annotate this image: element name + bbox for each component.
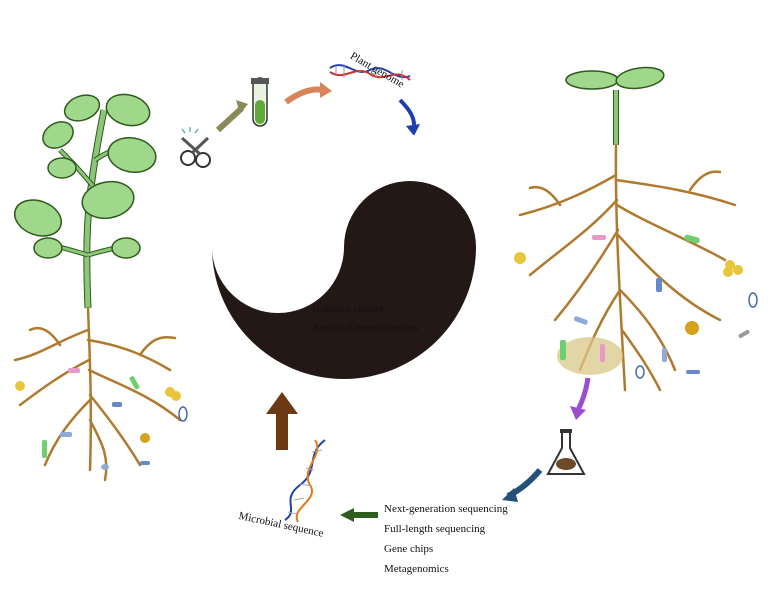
method-isolation-culture: Isolation culture [312, 303, 384, 315]
scissors-icon [180, 127, 211, 168]
method-artificial-recombination: Artificial recombination [312, 322, 419, 334]
test-tube-icon [251, 77, 269, 127]
left-plant-illustration [13, 93, 188, 482]
arrow-to-tube [215, 105, 245, 133]
method-gene-knockout: Gene Knockout [262, 188, 332, 200]
culture-flask-icon [546, 429, 586, 475]
sequencing-method-metagenomics: Metagenomics [384, 563, 449, 575]
sequencing-method-ngs: Next-generation sequencing [384, 503, 508, 515]
method-gene-silencing: Gene Silencing [262, 169, 330, 181]
sequencing-method-gene-chips: Gene chips [384, 543, 434, 555]
arrow-to-yinyang [398, 98, 417, 129]
plant-genome-dna-icon [329, 64, 411, 81]
arrow-to-genome [284, 86, 323, 105]
right-plant-illustration [514, 66, 758, 392]
microbial-sequence-dna-icon [284, 439, 326, 523]
sequencing-method-full-length: Full-length sequencing [384, 523, 486, 535]
yin-yang-symbol [212, 115, 476, 379]
arrow-to-flask [575, 377, 591, 412]
method-gene-overexpression: Gene overexpression [262, 150, 355, 162]
